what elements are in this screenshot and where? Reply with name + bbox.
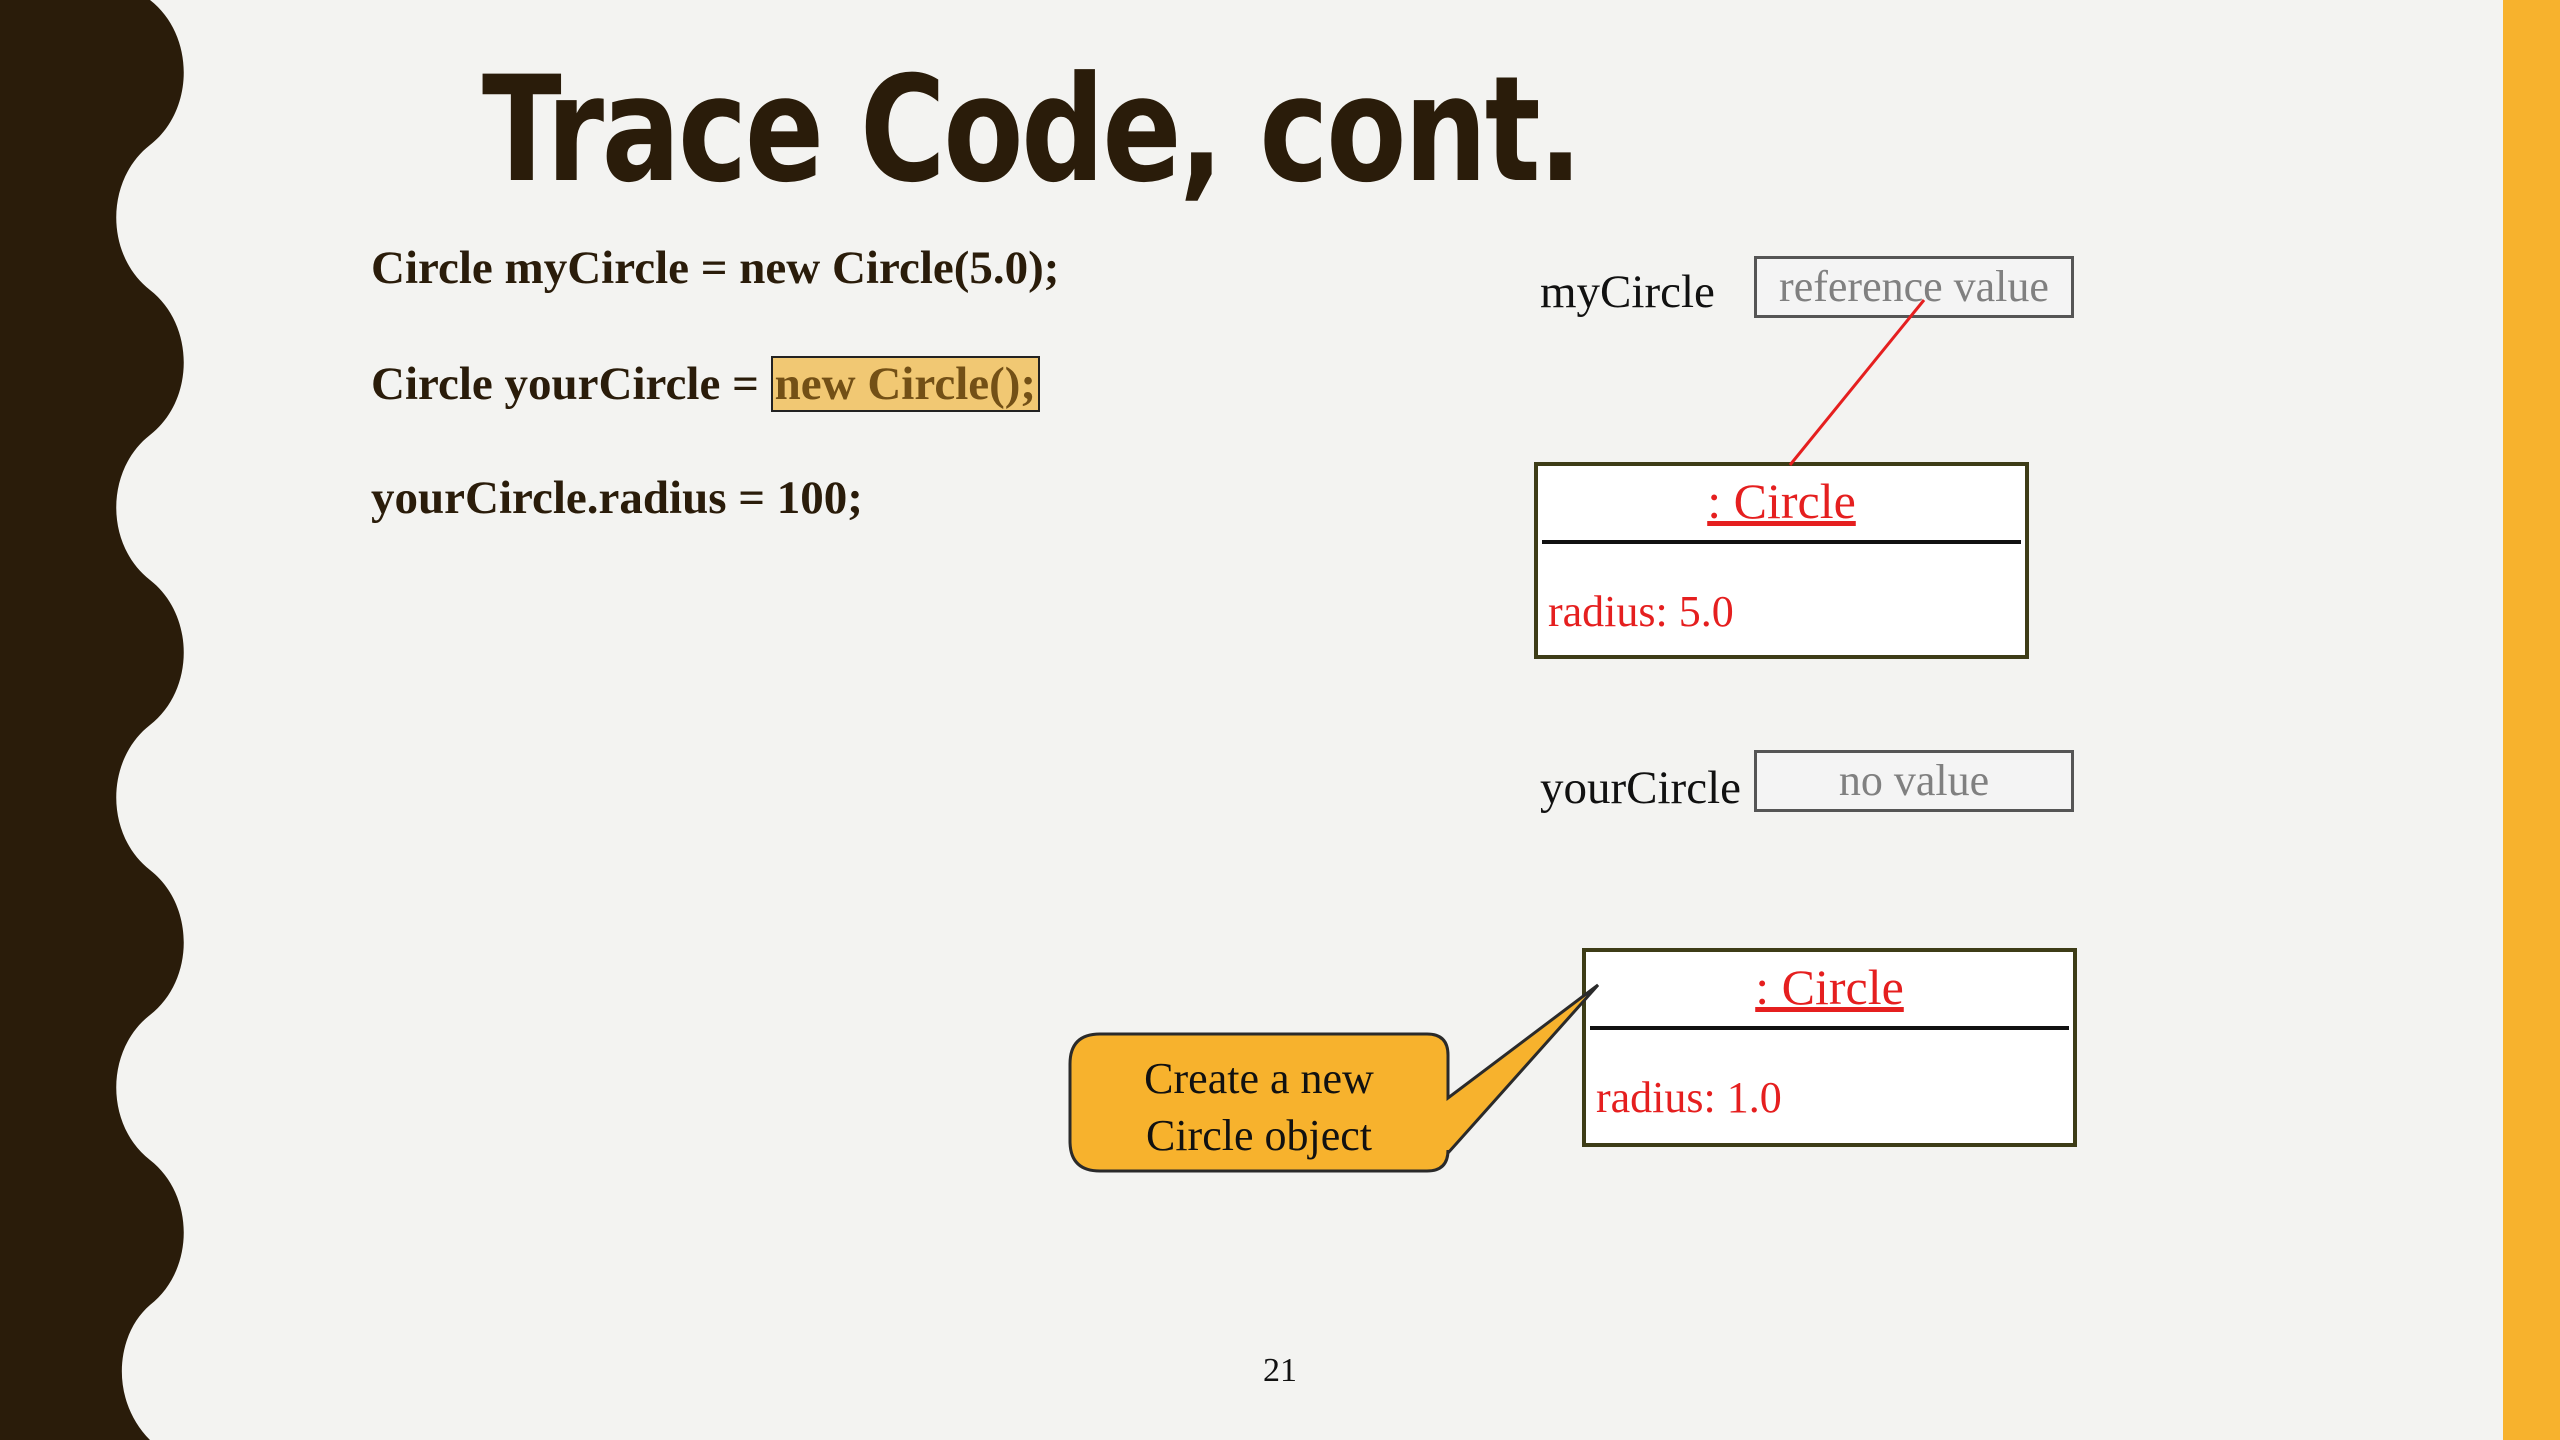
circle-object-2-divider [1590,1026,2069,1030]
mycircle-variable-label: myCircle [1540,266,1715,318]
code-line-2: Circle yourCircle = new Circle(); [371,354,1041,414]
circle-object-1-divider [1542,540,2021,544]
circle-object-1-title: : Circle [1707,473,1856,529]
reference-arrow-line [1788,299,1926,466]
circle-object-2-title: : Circle [1755,959,1904,1015]
code-line-2-prefix: Circle yourCircle = [371,358,771,410]
page-number: 21 [1263,1352,1297,1389]
right-accent-bar [2503,0,2560,1440]
circle-object-2: : Circle radius: 1.0 [1582,948,2077,1147]
wavy-border-decoration [0,0,184,1440]
slide-title: Trace Code, cont. [482,45,1583,215]
callout-text: Create a new Circle object [1072,1050,1446,1164]
mycircle-reference-box: reference value [1754,256,2074,318]
callout-bubble [1068,983,1600,1173]
callout-line-2: Circle object [1145,1111,1372,1160]
yourcircle-reference-box: no value [1754,750,2074,812]
circle-object-1-radius: radius: 5.0 [1548,587,1734,636]
yourcircle-variable-label: yourCircle [1540,762,1741,814]
circle-object-1: : Circle radius: 5.0 [1534,462,2029,659]
circle-object-2-radius: radius: 1.0 [1596,1073,1782,1122]
callout-line-1: Create a new [1144,1054,1374,1103]
code-line-3: yourCircle.radius = 100; [371,472,863,524]
code-line-1: Circle myCircle = new Circle(5.0); [371,242,1060,294]
highlighted-code: new Circle(); [770,356,1041,412]
